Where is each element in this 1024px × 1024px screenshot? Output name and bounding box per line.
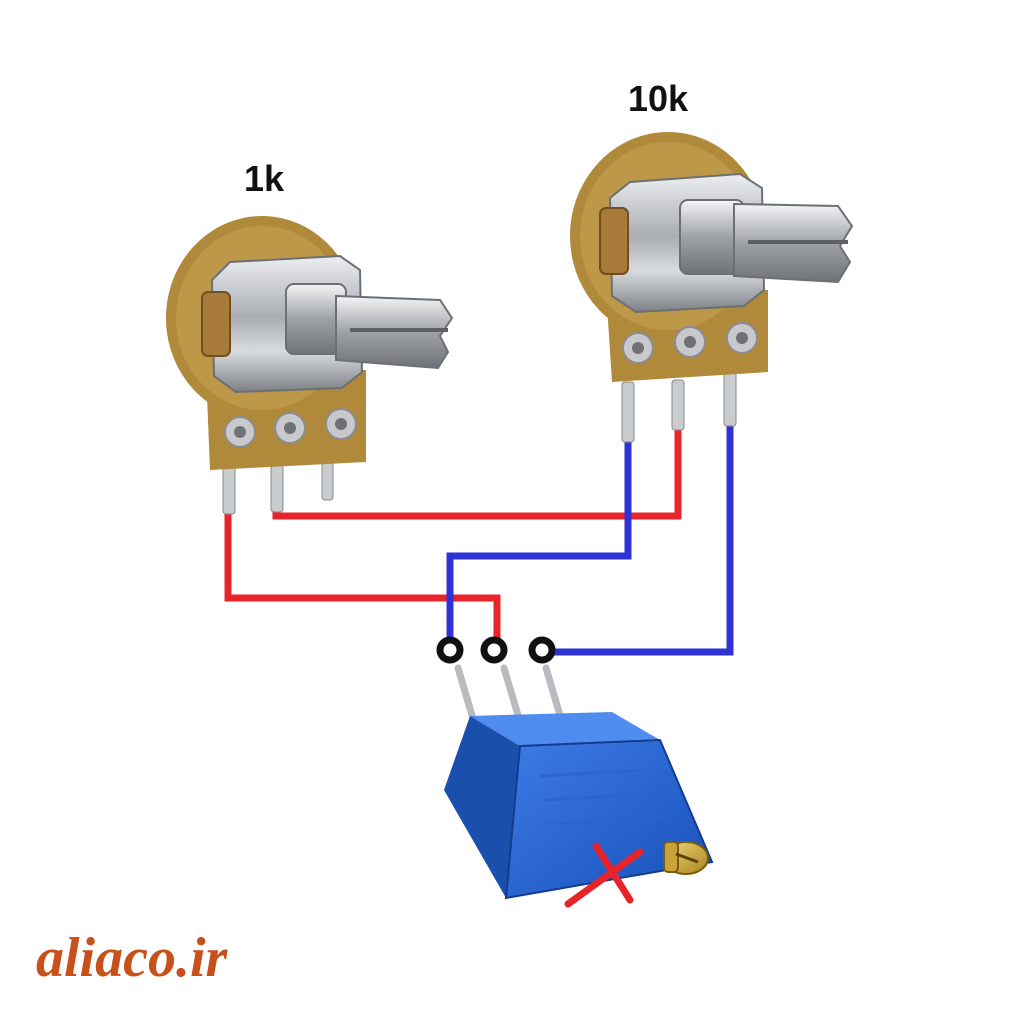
wire-red-1k-to-10k	[272, 428, 682, 520]
cross-mark	[564, 842, 644, 908]
trimmer-potentiometer	[444, 664, 714, 900]
terminal-2	[480, 636, 508, 664]
wire-blue-10k-right-to-trimmer	[554, 424, 734, 656]
pot-10k-label: 10k	[628, 78, 689, 119]
terminal-3	[528, 636, 556, 664]
watermark: aliaco.ir	[36, 927, 228, 989]
trimmer-terminals	[436, 636, 556, 664]
potentiometer-10k	[570, 132, 854, 443]
pot-1k-label: 1k	[244, 158, 285, 199]
wire-blue-10k-left-to-trimmer	[446, 440, 632, 640]
wire-red-1k-to-trimmer	[224, 512, 501, 644]
terminal-1	[436, 636, 464, 664]
potentiometer-1k	[166, 216, 454, 515]
